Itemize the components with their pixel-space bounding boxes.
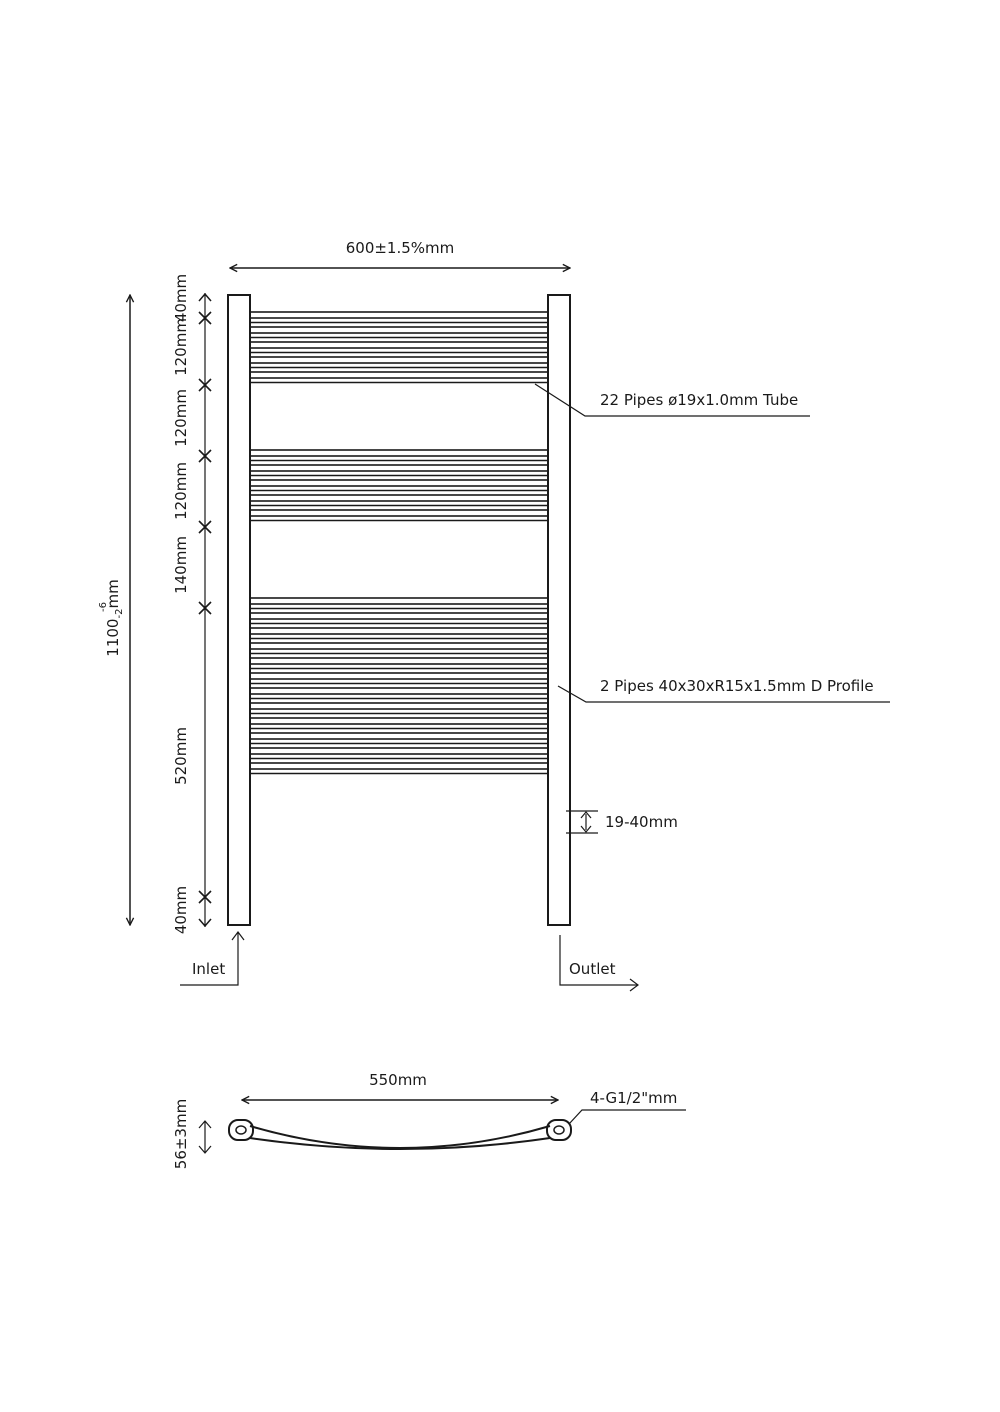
curved-rail-inner <box>249 1137 551 1150</box>
rail-pipe-14 <box>249 642 549 650</box>
segment-ticks <box>198 311 212 904</box>
rail-pipe-1 <box>249 311 549 319</box>
curved-rail-outer <box>249 1125 551 1149</box>
rail-pipe-8 <box>249 479 549 487</box>
segment-tick-3 <box>198 449 212 463</box>
rail-pipe-13 <box>249 627 549 635</box>
inlet-arrowhead <box>231 931 245 941</box>
rail-pipe-21 <box>249 747 549 755</box>
connections-label: 4-G1/2"mm <box>590 1089 677 1107</box>
rail-pipe-11 <box>249 597 549 605</box>
rail-pipe-7 <box>249 464 549 472</box>
outlet-label: Outlet <box>569 960 616 978</box>
segment-top-arrow <box>198 292 212 302</box>
right-upright <box>547 294 571 926</box>
seg-gap1-label: 120mm <box>172 389 190 447</box>
rail-pipe-12 <box>249 612 549 620</box>
rail-pipe-4 <box>249 356 549 364</box>
rail-pipe-16 <box>249 672 549 680</box>
horizontal-rails <box>249 311 549 775</box>
seg-group1-label: 120mm <box>172 318 190 376</box>
rail-pipe-15 <box>249 657 549 665</box>
profile-callout-leader <box>557 685 890 703</box>
left-upright <box>227 294 251 926</box>
height-label-unit: mm <box>104 579 122 608</box>
segment-tick-1 <box>198 311 212 325</box>
outlet-arrowhead <box>629 978 639 992</box>
segment-bottom-arrow <box>198 918 212 928</box>
segment-tick-6 <box>198 890 212 904</box>
segment-tick-4 <box>198 520 212 534</box>
depth-label: 56±3mm <box>172 1099 190 1169</box>
pitch-arrow-bottom <box>580 825 592 833</box>
height-label-sub: -2 <box>114 609 125 619</box>
seg-group2-label: 120mm <box>172 462 190 520</box>
pipes-callout-label: 22 Pipes ø19x1.0mm Tube <box>600 391 798 409</box>
connections-leader <box>568 1109 686 1125</box>
inlet-label: Inlet <box>192 960 225 978</box>
right-connection-icon <box>546 1119 572 1141</box>
depth-arrow-bottom <box>198 1145 212 1154</box>
rail-pipe-19 <box>249 717 549 725</box>
rail-pipe-10 <box>249 509 549 517</box>
pipes-callout-leader <box>534 383 810 417</box>
seg-top-label: 40mm <box>172 274 190 322</box>
inlet-arrow <box>180 932 239 986</box>
rail-pipe-2 <box>249 326 549 334</box>
rail-pipe-18 <box>249 702 549 710</box>
seg-bottom-label: 40mm <box>172 886 190 934</box>
rail-pipe-5 <box>249 371 549 379</box>
segment-tick-5 <box>198 601 212 615</box>
center-distance-label: 550mm <box>369 1071 427 1089</box>
seg-group3-label: 520mm <box>172 727 190 785</box>
rail-pipe-3 <box>249 341 549 349</box>
pitch-label: 19-40mm <box>605 813 678 831</box>
rail-pipe-9 <box>249 494 549 502</box>
segment-tick-2 <box>198 378 212 392</box>
width-label: 600±1.5%mm <box>346 239 455 257</box>
rail-pipe-17 <box>249 687 549 695</box>
left-connection-icon <box>228 1119 254 1141</box>
outlet-arrow <box>559 935 638 986</box>
depth-arrow-top <box>198 1120 212 1129</box>
svg-text:1100-2mm: 1100-2mm <box>104 579 125 656</box>
rail-pipe-6 <box>249 449 549 457</box>
seg-gap2-label: 140mm <box>172 536 190 594</box>
rail-pipe-20 <box>249 732 549 740</box>
profile-callout-label: 2 Pipes 40x30xR15x1.5mm D Profile <box>600 677 874 695</box>
height-label-main: 1100 <box>104 619 122 657</box>
height-label-sup: -6 <box>98 602 109 612</box>
rail-pipe-22 <box>249 762 549 770</box>
height-label: 1100-2mm -6 <box>98 579 125 656</box>
pitch-arrow-top <box>580 811 592 819</box>
